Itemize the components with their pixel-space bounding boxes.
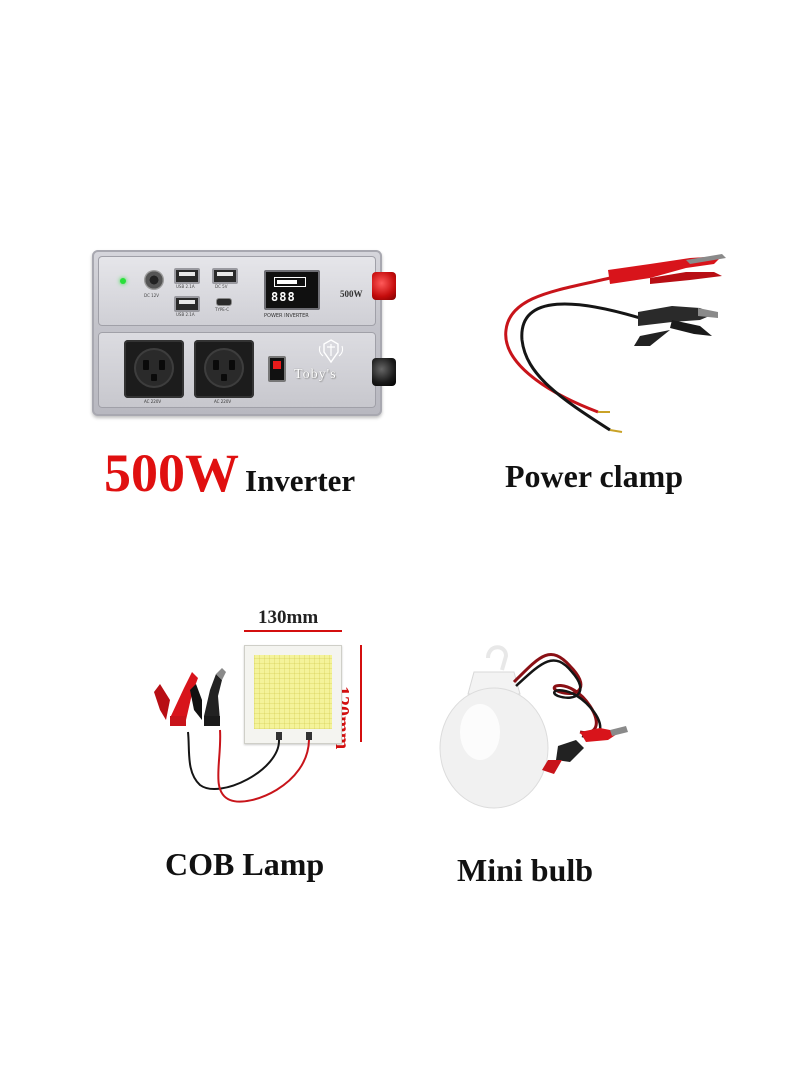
socket-hole-icon — [221, 374, 227, 381]
inverter-word-text: Inverter — [245, 463, 356, 498]
usb-port-label-3: DC 5V — [215, 284, 228, 289]
socket-face-icon — [134, 348, 174, 388]
ac-socket-1 — [124, 340, 184, 398]
width-dimension-line — [244, 630, 342, 632]
cob-led-surface — [254, 655, 332, 729]
power-led-icon — [120, 278, 126, 284]
inverter-bottom-panel: AC 220V AC 220V Toby's — [98, 332, 376, 408]
red-alligator-clip-icon — [154, 672, 198, 726]
voltage-display: 888 — [264, 270, 320, 310]
usb-port-label-2: USB 2.1A — [176, 312, 195, 317]
ac-socket-label-2: AC 220V — [214, 399, 232, 404]
cob-lamp-caption: COB Lamp — [165, 846, 325, 882]
usb-port-label-1: USB 2.1A — [176, 284, 195, 289]
hanging-hook-icon — [486, 645, 509, 671]
socket-hole-icon — [143, 360, 149, 370]
socket-hole-icon — [229, 360, 235, 370]
ac-socket-label-1: AC 220V — [144, 399, 162, 404]
socket-face-icon — [204, 348, 244, 388]
power-inverter-label: POWER INVERTER — [264, 313, 309, 319]
usb-port-icon — [174, 268, 200, 284]
brand-logo: Toby's — [294, 367, 337, 382]
wattage-label: 500W — [340, 289, 363, 299]
mini-bulb-caption: Mini bulb — [457, 852, 594, 888]
black-alligator-clip-icon — [634, 306, 718, 346]
inverter-image: DC 12V USB 2.1A USB 2.1A DC 5V TYPE-C 88… — [92, 250, 382, 416]
battery-level-icon — [274, 277, 306, 287]
ac-socket-2 — [194, 340, 254, 398]
red-alligator-clip-icon — [580, 726, 628, 742]
display-reading: 888 — [271, 290, 296, 304]
usb-port-icon — [174, 296, 200, 312]
connector-icon — [306, 732, 312, 740]
positive-terminal-icon — [372, 272, 396, 300]
socket-hole-icon — [151, 374, 157, 381]
socket-hole-icon — [159, 360, 165, 370]
red-wire — [512, 653, 598, 735]
cob-panel — [244, 645, 342, 744]
socket-hole-icon — [213, 360, 219, 370]
black-wire — [187, 731, 281, 790]
power-clamp-caption: Power clamp — [505, 458, 684, 494]
mini-bulb-image — [439, 645, 628, 809]
black-alligator-clip-icon — [542, 740, 584, 774]
height-dimension-line — [360, 645, 362, 742]
usb-c-port-label: TYPE-C — [215, 307, 230, 312]
red-wire — [217, 729, 310, 803]
negative-terminal-icon — [372, 358, 396, 386]
usb-port-icon — [212, 268, 238, 284]
width-dimension-label: 130mm — [258, 607, 319, 628]
black-alligator-clip-icon — [190, 668, 226, 726]
rocker-switch-icon — [268, 356, 286, 382]
power-clamp-image — [504, 254, 726, 433]
brand-crest-icon — [318, 339, 344, 364]
inverter-top-panel: DC 12V USB 2.1A USB 2.1A DC 5V TYPE-C 88… — [98, 256, 376, 326]
connector-icon — [276, 732, 282, 740]
usb-c-port-icon — [216, 298, 232, 306]
cob-wires-and-clips — [154, 668, 312, 803]
dc-port-label: DC 12V — [144, 293, 159, 298]
black-wire — [515, 659, 602, 739]
bulb-base-icon — [467, 671, 521, 695]
red-alligator-clip-icon — [608, 254, 726, 284]
inverter-power-text: 500W — [104, 443, 239, 503]
wire-end-icon — [609, 429, 623, 433]
dc-jack-icon — [144, 270, 164, 290]
black-wire — [520, 302, 641, 432]
